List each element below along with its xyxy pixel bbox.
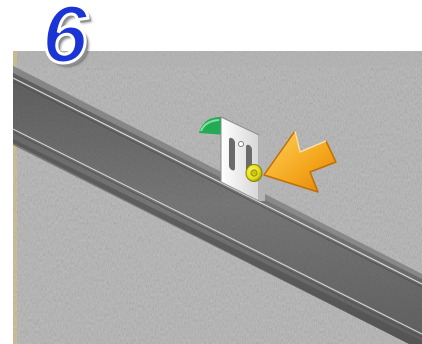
step-number: 6 <box>42 0 88 76</box>
installation-scene <box>13 51 422 344</box>
screw-icon <box>246 165 262 182</box>
scene-drawing <box>13 51 422 344</box>
